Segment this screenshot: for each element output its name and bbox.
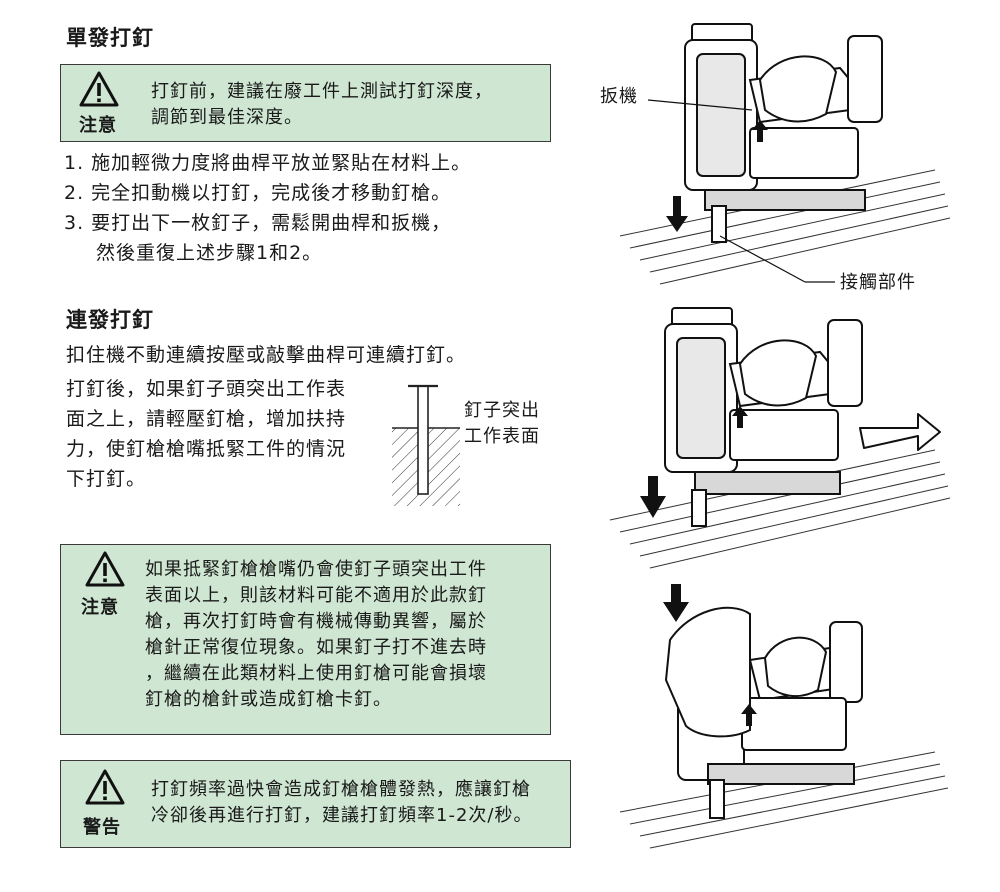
nail-gun-press-illustration [619,584,949,849]
note-box-continuous: 注意 如果抵緊釘槍槍嘴仍會使釘子頭突出工件 表面以上，則該材料可能不適用於此款釘… [60,544,551,735]
warning-triangle-icon [85,551,125,587]
note-label: 注意 [81,597,119,618]
step-1: 1. 施加輕微力度將曲桿平放並緊貼在材料上。 [64,152,472,174]
contact-part-callout: 接觸部件 [840,272,916,293]
step-3: 3. 要打出下一枚釘子，需鬆開曲桿和扳機， [64,212,452,234]
step-2: 2. 完全扣動機以打釘，完成後才移動釘槍。 [64,182,452,204]
continuous-shot-heading: 連發打釘 [66,308,154,332]
note-label: 注意 [79,115,117,136]
warning-triangle-icon [85,769,125,805]
note-continuous-text: 如果抵緊釘槍槍嘴仍會使釘子頭突出工件 表面以上，則該材料可能不適用於此款釘 槍，… [145,559,487,710]
note-text: 打釘前，建議在廢工件上測試打釘深度， 調節到最佳深度。 [151,81,493,128]
trigger-callout: 扳機 [600,86,638,107]
work-surface-label: 工作表面 [464,426,540,447]
nail-protrusion-diagram [392,384,460,506]
continuous-paragraph: 打釘後，如果釘子頭突出工作表 面之上，請輕壓釘槍，增加扶持 力，使釘槍槍嘴抵緊工… [66,378,347,490]
warning-label: 警告 [83,817,121,838]
note-box-single: 注意 打釘前，建議在廢工件上測試打釘深度， 調節到最佳深度。 [60,64,551,142]
warning-box: 警告 打釘頻率過快會造成釘槍槍體發熱，應讓釘槍 冷卻後再進行打釘，建議打釘頻率1… [60,760,571,848]
single-shot-heading: 單發打釘 [66,26,154,50]
nail-gun-single-illustration [619,23,951,285]
warning-triangle-icon [79,71,119,107]
nail-gun-continuous-illustration [609,307,951,569]
continuous-intro: 扣住機不動連續按壓或敲擊曲桿可連續打釘。 [66,344,467,366]
warning-text: 打釘頻率過快會造成釘槍槍體發熱，應讓釘槍 冷卻後再進行打釘，建議打釘頻率1-2次… [151,779,533,826]
nail-protrude-label: 釘子突出 [464,400,540,421]
step-3-continued: 然後重復上述步驟1和2。 [96,242,323,264]
